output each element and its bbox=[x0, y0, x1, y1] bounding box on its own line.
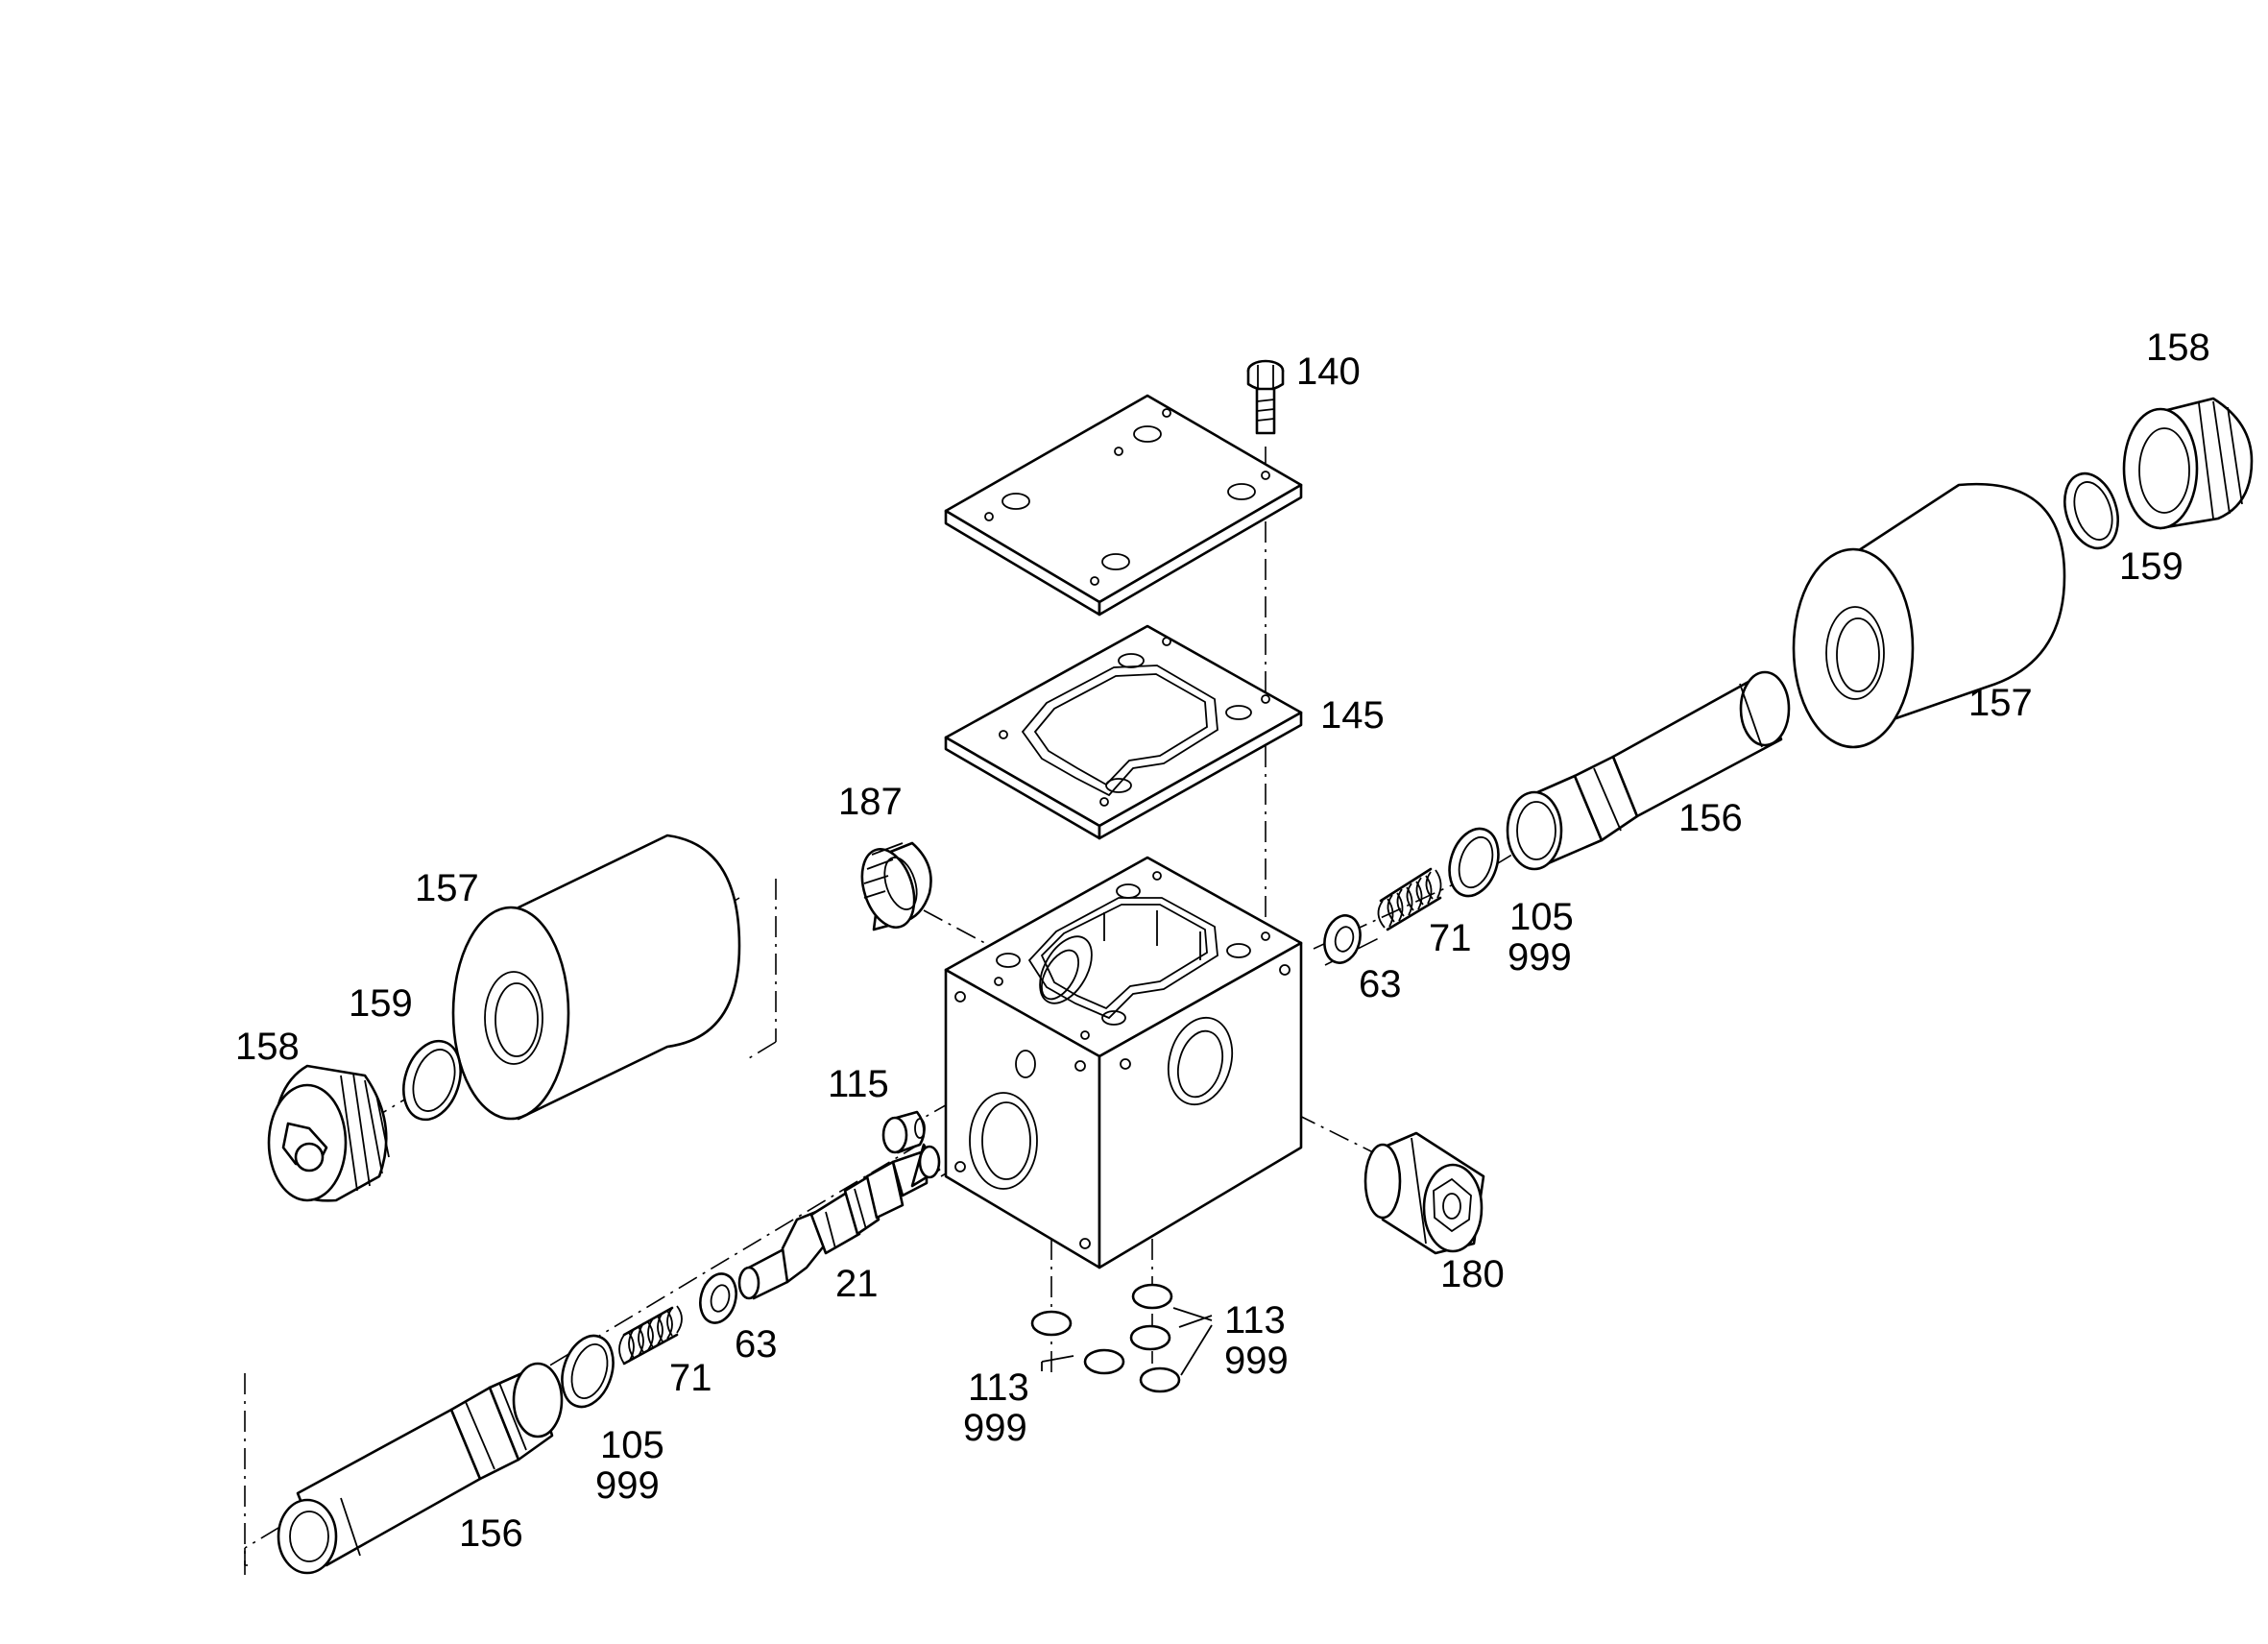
spool-21 bbox=[737, 1143, 941, 1300]
label-113-bottom: 113 bbox=[968, 1366, 1029, 1409]
label-180: 180 bbox=[1440, 1253, 1505, 1295]
cap-157-right bbox=[1792, 482, 2066, 749]
valve-block bbox=[944, 856, 1303, 1269]
cap-157-left bbox=[451, 834, 741, 1121]
label-71-right: 71 bbox=[1429, 917, 1472, 959]
label-159-left: 159 bbox=[349, 982, 413, 1025]
label-187: 187 bbox=[838, 781, 903, 823]
label-105-left: 105 bbox=[600, 1424, 664, 1466]
label-159-right: 159 bbox=[2119, 545, 2184, 588]
o-ring-159-right bbox=[2063, 471, 2119, 550]
screw-140 bbox=[1246, 359, 1285, 435]
o-rings-113 bbox=[1030, 1283, 1181, 1393]
label-71-left: 71 bbox=[669, 1357, 712, 1399]
label-157-right: 157 bbox=[1968, 682, 2033, 724]
part-labels: 140 145 187 157 159 158 115 21 63 71 105… bbox=[235, 326, 2210, 1555]
label-156-left: 156 bbox=[459, 1512, 523, 1555]
label-999-right-2: 999 bbox=[1508, 936, 1572, 979]
tube-156-right bbox=[1506, 670, 1791, 871]
gasket-145 bbox=[944, 624, 1303, 840]
spring-71-left bbox=[618, 1305, 683, 1366]
label-157-left: 157 bbox=[415, 867, 479, 909]
label-140: 140 bbox=[1296, 351, 1361, 393]
label-21: 21 bbox=[835, 1263, 879, 1305]
leader-lines-113 bbox=[1041, 1307, 1213, 1376]
nut-158-left bbox=[267, 1064, 390, 1202]
washer-63-left bbox=[699, 1272, 737, 1324]
label-158-left: 158 bbox=[235, 1026, 300, 1068]
plug-115 bbox=[881, 1110, 926, 1154]
label-999-right: 999 bbox=[1224, 1340, 1289, 1382]
plug-180 bbox=[1363, 1131, 1485, 1255]
tube-156-left bbox=[277, 1362, 564, 1575]
label-63-right: 63 bbox=[1359, 963, 1402, 1005]
label-158-right: 158 bbox=[2146, 326, 2210, 369]
plug-187 bbox=[860, 841, 932, 931]
label-115: 115 bbox=[828, 1063, 889, 1105]
cover-plate bbox=[944, 394, 1303, 616]
label-156-right: 156 bbox=[1678, 797, 1743, 839]
washer-63-right bbox=[1323, 914, 1362, 964]
label-63-left: 63 bbox=[735, 1323, 778, 1366]
label-145: 145 bbox=[1320, 694, 1385, 737]
label-105-right: 105 bbox=[1509, 896, 1574, 938]
label-999-bottom: 999 bbox=[963, 1407, 1027, 1449]
label-113-right: 113 bbox=[1224, 1299, 1286, 1342]
o-ring-105-right bbox=[1448, 827, 1500, 898]
o-ring-105-left bbox=[561, 1334, 615, 1409]
spring-71-right bbox=[1377, 867, 1442, 931]
label-999-left: 999 bbox=[595, 1464, 660, 1507]
o-ring-159-left bbox=[402, 1039, 462, 1122]
nut-158-right bbox=[2122, 397, 2254, 530]
